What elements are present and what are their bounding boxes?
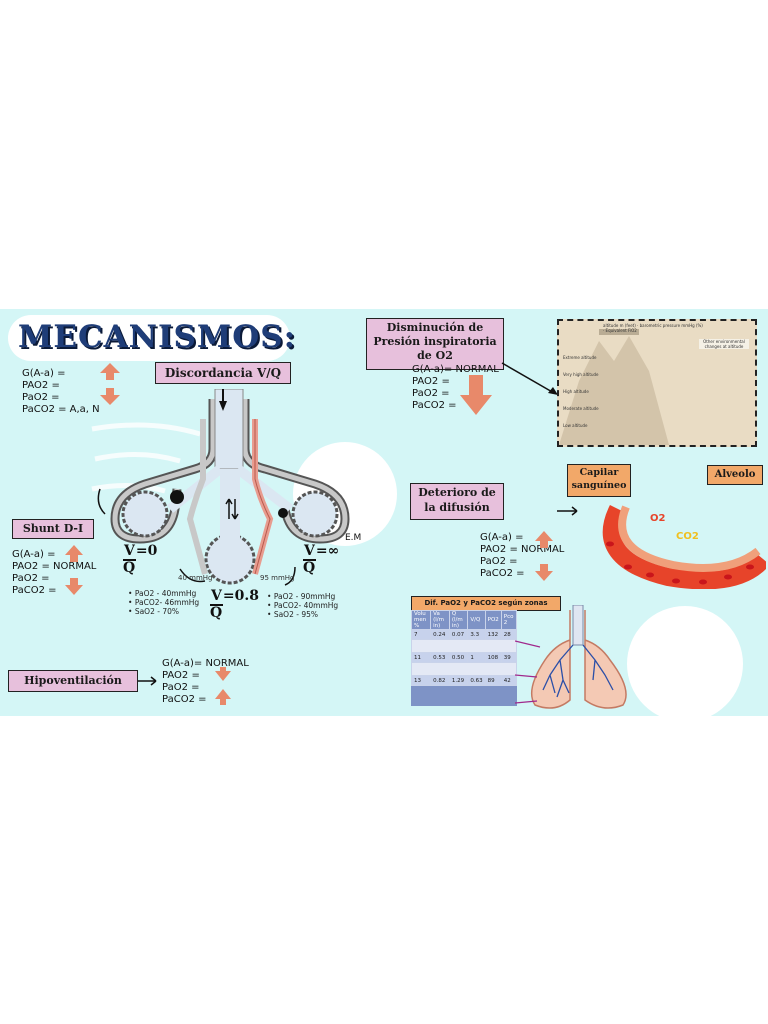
hipoventilacion-line: PAO2 = (162, 670, 200, 681)
difusion-line: G(A-a) = (480, 532, 524, 543)
difusion-line: PAO2 = NORMAL (480, 544, 565, 555)
zonas-table: Volu men % Va (l/m in) Q (l/m in) V/Q PO… (410, 610, 518, 686)
altitude-table-image: altitude m (feet) · barometric pressure … (557, 319, 757, 447)
discordancia-label: Discordancia V/Q (155, 362, 291, 384)
table-row: 7 0.24 0.07 3.3 132 28 (410, 629, 518, 640)
discordancia-line: PaCO2 = A,a, N (22, 404, 100, 415)
shunt-line: PAO2 = NORMAL (12, 561, 97, 572)
discordancia-line: PAO2 = (22, 380, 60, 391)
difusion-label: Deterioro de la difusión (410, 483, 504, 520)
table-row: 13 0.82 1.29 0.63 89 42 (410, 675, 518, 686)
co2-label: CO2 (676, 531, 699, 542)
vq-normal: V=0.8 Q (210, 588, 259, 621)
capillary-alveolus-diagram (602, 504, 766, 589)
lungs-illustration (515, 605, 627, 709)
vq-lung-diagram (97, 389, 350, 586)
difusion-values: G(A-a) = PAO2 = NORMAL PaO2 = PaCO2 = (480, 532, 564, 580)
presion-line: G(A-a)= NORMAL (412, 364, 499, 375)
hipoventilacion-line: PaCO2 = (162, 694, 207, 705)
altitude-mountain-graphic (559, 329, 669, 445)
alveolo-label: Alveolo (707, 465, 763, 485)
presion-values: G(A-a)= NORMAL PAO2 = PaO2 = PaCO2 = (412, 364, 499, 412)
altitude-zones: Extreme altitude Very high altitude High… (563, 355, 599, 428)
shunt-label: Shunt D-I (12, 519, 94, 539)
hipoventilacion-line: PaO2 = (162, 682, 200, 693)
zonas-table-wrapper: Volu men % Va (l/m in) Q (l/m in) V/Q PO… (410, 610, 518, 706)
up-down-arrow-icon (100, 363, 120, 405)
bullets-left: • PaO2 - 40mmHg • PaCO2- 46mmHg • SaO2 -… (128, 589, 200, 616)
o2-label: O2 (650, 513, 666, 524)
up-down-arrow-icon (535, 531, 553, 581)
difusion-line: PaO2 = (480, 556, 518, 567)
table-header-row: Volu men % Va (l/m in) Q (l/m in) V/Q PO… (410, 610, 518, 630)
page-title: MECANISMOS: (18, 319, 297, 355)
discordancia-values: G(A-a) = PAO2 = PaO2 = PaCO2 = A,a, N (22, 368, 100, 416)
up-down-arrow-icon (65, 545, 83, 595)
shunt-line: PaO2 = (12, 573, 50, 584)
title-pill (8, 315, 290, 361)
presion-line: PaO2 = (412, 388, 450, 399)
presion-label: Disminución de Presión inspiratoria de O… (366, 318, 504, 370)
vq-infinite: V=∞ Q (303, 543, 340, 576)
infographic-panel: MECANISMOS: Discordancia V/Q G(A-a) = PA… (0, 309, 768, 716)
table-row: 11 0.53 0.50 1 108 39 (410, 652, 518, 663)
large-down-arrow-icon (460, 375, 492, 415)
vq-zero: V=0 Q (123, 543, 158, 576)
shunt-line: G(A-a) = (12, 549, 56, 560)
capilar-label: Capilar sanguíneo (567, 464, 631, 497)
pointer-arrow-icon (501, 362, 558, 395)
presion-line: PaCO2 = (412, 400, 457, 411)
down-up-arrow-icon (215, 667, 231, 705)
discordancia-line: G(A-a) = (22, 368, 66, 379)
discordancia-line: PaO2 = (22, 392, 60, 403)
shunt-line: PaCO2 = (12, 585, 57, 596)
left-mmhg-label: 40 mmHg (178, 574, 213, 582)
difusion-line: PaCO2 = (480, 568, 525, 579)
altitude-headers: altitude m (feet) · barometric pressure … (603, 323, 703, 333)
shunt-values: G(A-a) = PAO2 = NORMAL PaO2 = PaCO2 = (12, 549, 96, 597)
right-mmhg-label: 95 mmHg (260, 574, 295, 582)
hipoventilacion-line: G(A-a)= NORMAL (162, 658, 249, 669)
right-arrow-icon (557, 506, 578, 516)
right-arrow-icon (138, 676, 157, 686)
em-label: E.M (345, 533, 362, 543)
presion-line: PAO2 = (412, 376, 450, 387)
hipoventilacion-label: Hipoventilación (8, 670, 138, 692)
altitude-side-title: Other environmental changes at altitude (699, 339, 749, 349)
bullets-right: • PaO2 - 90mmHg • PaCO2- 40mmHg • SaO2 -… (267, 592, 339, 619)
hipoventilacion-values: G(A-a)= NORMAL PAO2 = PaO2 = PaCO2 = (162, 658, 249, 706)
